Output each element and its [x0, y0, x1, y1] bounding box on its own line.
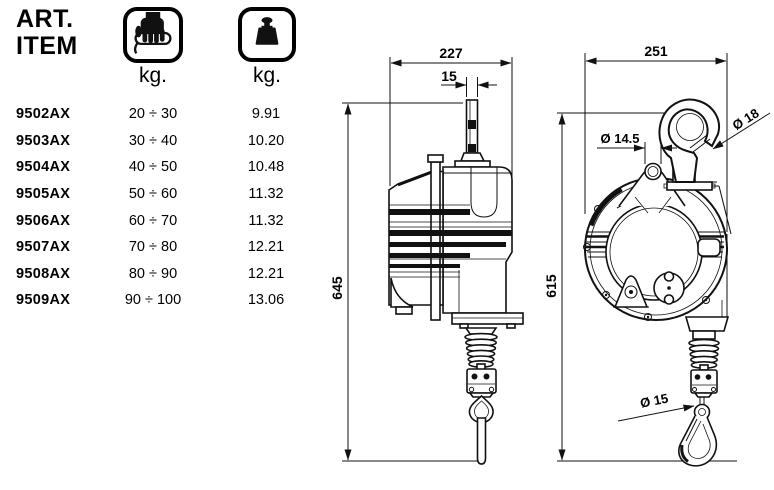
- hanging-rod: [476, 417, 487, 465]
- side-width-dim: 227: [439, 45, 463, 61]
- capacity-unit-label: kg.: [138, 64, 167, 87]
- art-number: 9505AX: [16, 186, 71, 203]
- art-number: 9502AX: [16, 106, 71, 123]
- cable-outlet: [684, 316, 730, 340]
- snap-hook: [678, 403, 718, 467]
- balancer-drum-front: [583, 162, 732, 321]
- table-row: 9503AX 30 ÷ 40 10.20: [0, 128, 340, 155]
- front-height-dim: 615: [543, 274, 559, 298]
- table-row: 9507AX 70 ÷ 80 12.21: [0, 234, 340, 261]
- table-row: 9505AX 50 ÷ 60 11.32: [0, 181, 340, 208]
- spring-coil-side: [464, 332, 498, 368]
- suspension-stem: [454, 99, 491, 168]
- capacity-range: 70 ÷ 80: [128, 239, 178, 256]
- page-title: ART. ITEM: [16, 6, 78, 60]
- table-row: 9509AX 90 ÷ 100 13.06: [0, 287, 340, 314]
- weight-unit-label: kg.: [252, 64, 281, 87]
- capacity-column-header: [123, 7, 183, 63]
- capacity-range: 80 ÷ 90: [128, 265, 178, 282]
- snap-hook-dia: Ø 15: [639, 391, 670, 411]
- balancer-weight: 10.20: [247, 132, 285, 149]
- balancer-weight: 10.48: [247, 159, 285, 176]
- hand-grip-icon: [131, 11, 175, 59]
- top-hook: [658, 98, 720, 191]
- table-row: 9508AX 80 ÷ 90 12.21: [0, 261, 340, 288]
- weight-column-header: [238, 7, 296, 62]
- capacity-range: 20 ÷ 30: [128, 106, 178, 123]
- bracket-hole-dia: Ø 14.5: [600, 131, 639, 146]
- balancer-weight: 11.32: [248, 212, 284, 229]
- balancer-weight: 9.91: [251, 106, 281, 123]
- table-row: 9502AX 20 ÷ 30 9.91: [0, 101, 340, 128]
- balancer-weight: 12.21: [247, 265, 285, 282]
- spec-table: 9502AX 20 ÷ 30 9.91 9503AX 30 ÷ 40 10.20…: [0, 101, 340, 314]
- art-number: 9508AX: [16, 265, 71, 282]
- art-number: 9503AX: [16, 132, 71, 149]
- capacity-range: 90 ÷ 100: [124, 292, 182, 309]
- cable-connector-side: [466, 363, 497, 398]
- art-number: 9504AX: [16, 159, 71, 176]
- stem-width-dim: 15: [441, 68, 457, 84]
- capacity-range: 60 ÷ 70: [128, 212, 178, 229]
- table-row: 9506AX 60 ÷ 70 11.32: [0, 207, 340, 234]
- balancer-weight: 11.32: [248, 186, 284, 203]
- table-row: 9504AX 40 ÷ 50 10.48: [0, 154, 340, 181]
- front-view-drawing: 251 615 Ø 14.5 Ø 18 Ø 15: [543, 43, 771, 467]
- title-line-art: ART.: [16, 5, 74, 33]
- cable-connector-front: [690, 364, 718, 408]
- side-view-drawing: 645: [329, 45, 524, 465]
- art-number: 9509AX: [16, 292, 71, 309]
- capacity-range: 50 ÷ 60: [128, 186, 178, 203]
- art-number: 9506AX: [16, 212, 71, 229]
- capacity-range: 30 ÷ 40: [128, 132, 178, 149]
- weight-icon: [247, 12, 287, 57]
- balancer-housing-side: [388, 154, 524, 335]
- balancer-weight: 12.21: [247, 239, 285, 256]
- spring-coil-front: [688, 338, 720, 369]
- title-line-item: ITEM: [16, 32, 78, 60]
- capacity-range: 40 ÷ 50: [128, 159, 178, 176]
- side-height-dim: 645: [329, 276, 345, 300]
- balancer-weight: 13.06: [247, 292, 285, 309]
- front-width-dim: 251: [644, 43, 668, 59]
- art-number: 9507AX: [16, 239, 71, 256]
